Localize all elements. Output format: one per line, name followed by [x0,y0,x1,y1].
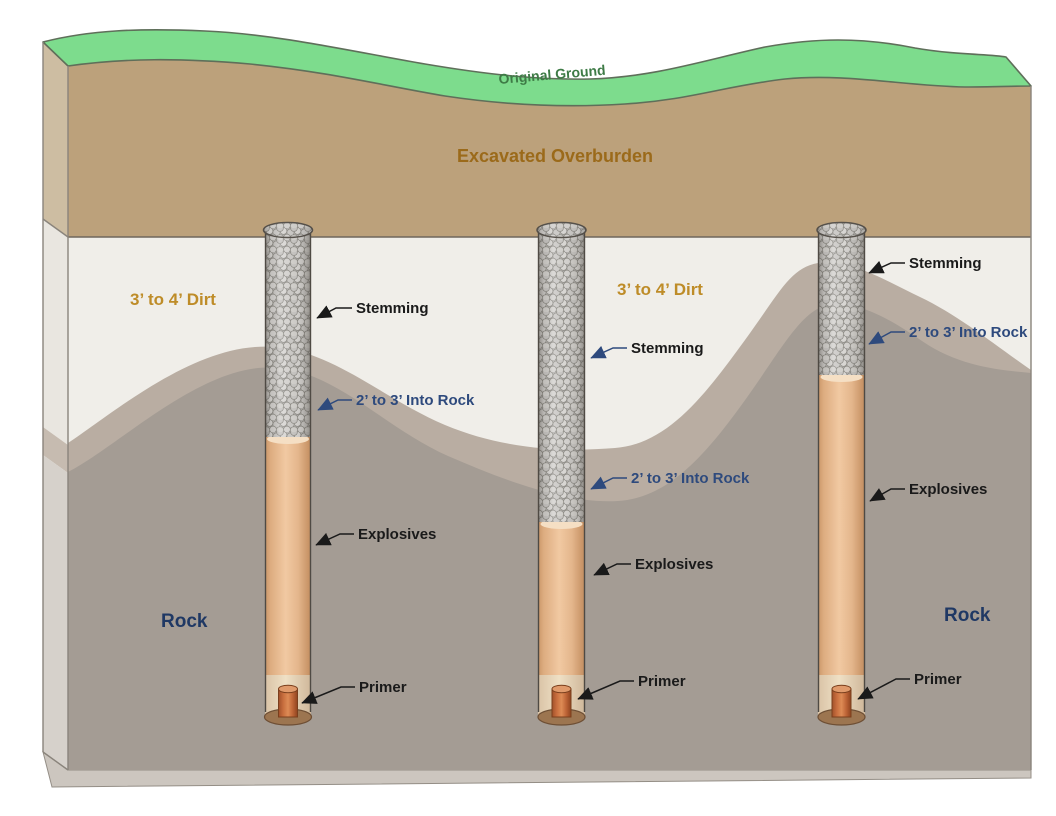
left-side-face [43,42,68,770]
stemming-arrow-2 [590,345,627,359]
explosives-arrow-1 [315,532,354,546]
stemming-label-2: Stemming [631,340,704,357]
primer-arrow-3 [857,678,910,700]
primer-1 [278,684,298,718]
primer-arrow-1 [301,686,355,704]
borehole-2 [536,221,587,726]
dirt-label-left: 3’ to 4’ Dirt [130,290,216,309]
into-rock-arrow-1 [317,397,352,411]
into-rock-label-3: 2’ to 3’ Into Rock [909,324,1028,341]
into-rock-label-1: 2’ to 3’ Into Rock [356,392,475,409]
rock-label-left: Rock [161,611,208,632]
side-face-weathered [43,427,68,473]
stemming-label-1: Stemming [356,300,429,317]
explosives-column-3 [818,375,865,675]
side-face-rock [43,455,68,770]
rock-label-right: Rock [944,605,991,626]
primer-3 [831,684,852,718]
stemming-label-3: Stemming [909,255,982,272]
explosives-column-2 [538,522,585,675]
hole-walls-3 [817,230,866,712]
borehole-1 [262,221,314,726]
stemming-shade-3 [818,230,865,375]
block-edges [42,42,1032,771]
stemming-shade-2 [538,230,585,522]
explosives-label-3: Explosives [909,481,987,498]
hole-walls-1 [264,230,312,712]
explosives-label-2: Explosives [635,556,713,573]
excavated-overburden-label: Excavated Overburden [457,146,653,166]
hole-top-shade-1 [263,222,313,238]
stemming-shade-1 [265,230,311,437]
into-rock-arrow-2 [590,476,627,490]
borehole-3 [816,221,867,726]
primer-2 [551,684,572,718]
primer-arrow-2 [577,680,634,700]
side-face-dirt [43,219,68,445]
side-face-overburden [43,42,68,237]
primer-label-3: Primer [914,671,962,688]
overburden-layer [68,59,1031,238]
stemming-arrow-3 [868,260,905,274]
explosives-column-1 [265,437,311,675]
into-rock-arrow-3 [868,331,905,345]
hole-walls-2 [537,230,586,712]
explosives-arrow-3 [869,488,905,502]
hole-top-shade-3 [817,222,866,238]
into-rock-label-2: 2’ to 3’ Into Rock [631,470,750,487]
explosives-arrow-2 [593,562,631,576]
hole-top-shade-2 [537,222,586,238]
leader-arrows [301,260,910,704]
explosives-label-1: Explosives [358,526,436,543]
dirt-label-middle: 3’ to 4’ Dirt [617,280,703,299]
stemming-arrow-1 [316,305,352,319]
primer-label-1: Primer [359,679,407,696]
primer-label-2: Primer [638,673,686,690]
